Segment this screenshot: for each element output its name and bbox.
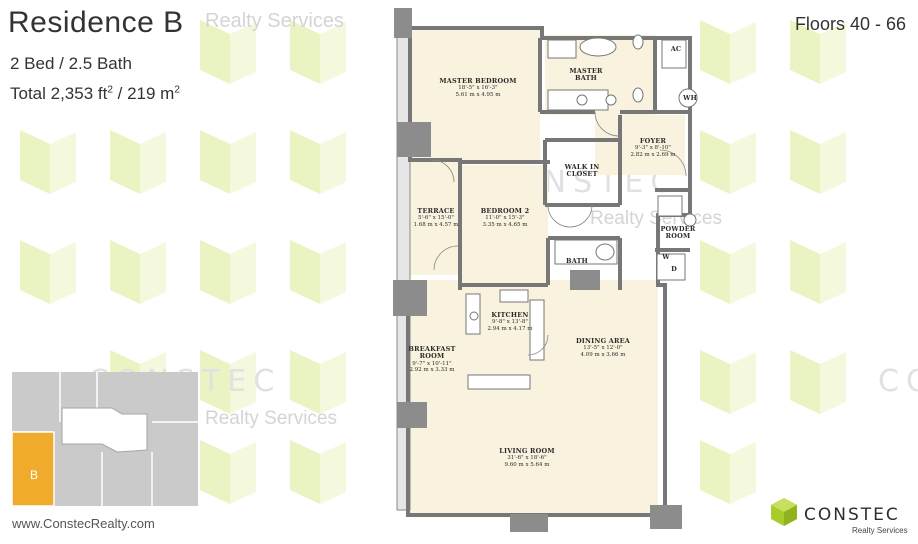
room-kitchen: KITCHEN 9'-8" x 13'-8" 2.94 m x 4.17 m: [487, 311, 533, 332]
superscript-ft: 2: [107, 84, 113, 96]
room-bath: BATH: [566, 257, 588, 265]
room-master-bedroom: MASTER BEDROOM 18'-5" x 16'-3" 5.61 m x …: [439, 77, 517, 98]
beds-baths: 2 Bed / 2.5 Bath: [10, 54, 132, 73]
key-plan-unit-label: B: [30, 468, 39, 482]
room-foyer: FOYER 9'-3" x 8'-10" 2.82 m x 2.69 m: [630, 137, 676, 158]
room-bedroom-2: BEDROOM 2 11'-0" x 15'-3" 3.35 m x 4.65 …: [480, 207, 530, 228]
room-wh: WH: [683, 94, 697, 102]
total-area-m: / 219 m: [112, 84, 175, 103]
website-url: www.ConstecRealty.com: [12, 516, 155, 531]
room-wd-d: D: [671, 265, 677, 273]
room-walk-in-closet: WALK IN CLOSET: [564, 163, 600, 179]
constec-logo-icon: [771, 498, 797, 526]
room-wd-w: W: [662, 253, 670, 261]
room-ac: AC: [670, 45, 682, 53]
logo-name: CONSTEC: [804, 505, 900, 525]
total-area-ft: Total 2,353 ft: [10, 84, 108, 103]
room-master-bath: MASTER BATH: [569, 67, 603, 83]
room-breakfast-room: BREAKFAST ROOM 9'-7" x 10'-11" 2.92 m x …: [408, 345, 456, 374]
logo-tagline: Realty Services: [852, 526, 908, 535]
key-plan-unit-b-highlight: [12, 431, 55, 506]
watermark-constec-right: CONSTEC: [878, 364, 918, 399]
floors-range: Floors 40 - 66: [794, 14, 906, 34]
watermark-realty-services-left: Realty Services: [205, 408, 337, 429]
residence-title: Residence B: [8, 6, 184, 39]
room-living-room: LIVING ROOM 31'-6" x 18'-6" 9.60 m x 5.6…: [499, 447, 555, 468]
watermark-realty-services-top: Realty Services: [205, 10, 344, 32]
superscript-m: 2: [174, 84, 180, 96]
key-plan: [12, 372, 198, 506]
room-terrace: TERRACE 5'-6" x 15'-0" 1.68 m x 4.57 m: [413, 207, 459, 228]
room-dining-area: DINING AREA 13'-5" x 12'-0" 4.09 m x 3.6…: [575, 337, 631, 358]
total-area: Total 2,353 ft2 / 219 m2: [10, 84, 180, 104]
room-powder-room: POWDER ROOM: [660, 225, 696, 241]
